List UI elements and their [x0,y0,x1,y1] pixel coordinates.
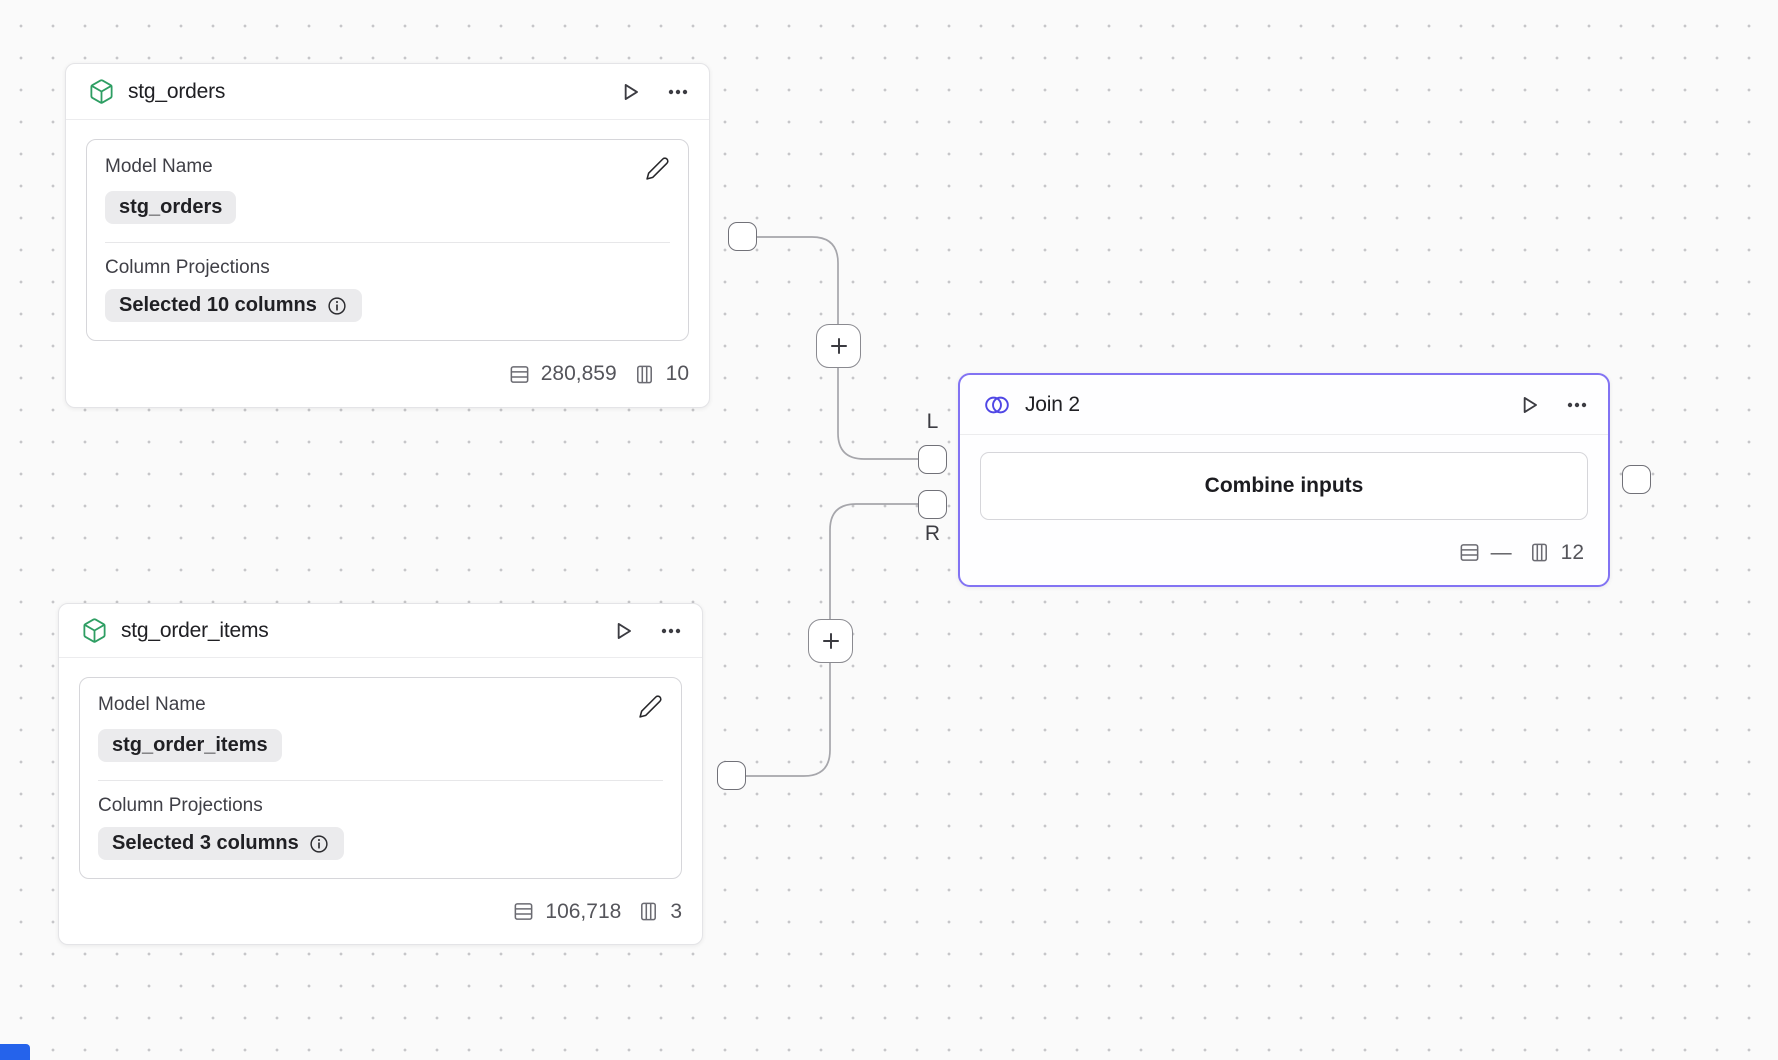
node-header: stg_orders [66,64,709,120]
row-count-stat: 280,859 [508,362,617,386]
combine-inputs-label: Combine inputs [1204,474,1364,497]
node-stg-orders[interactable]: stg_orders Model Name stg_orders [65,63,710,408]
model-cube-icon [81,617,108,644]
plus-icon [830,337,847,355]
column-count-stat: 10 [633,362,689,386]
combine-inputs-button[interactable]: Combine inputs [980,452,1588,520]
run-button[interactable] [610,618,636,644]
node-footer: 280,859 10 [66,341,709,407]
left-port-label: L [926,410,939,433]
rows-icon [510,365,529,383]
model-config-panel: Model Name stg_order_items Column Projec… [79,677,682,879]
row-count-stat: — [1458,541,1512,565]
node-stg-order-items[interactable]: stg_order_items Model Name stg_order_ite… [58,603,703,945]
info-icon [328,296,346,315]
join-output-port[interactable] [1622,465,1651,494]
model-name-chip[interactable]: stg_orders [105,191,237,224]
node-title: stg_order_items [121,618,269,642]
model-name-value: stg_orders [119,196,223,218]
output-port-stg-order-items[interactable] [717,761,746,790]
column-count-value: 12 [1560,540,1584,564]
model-cube-icon [88,78,115,105]
join-venn-icon [982,393,1012,417]
column-count-stat: 12 [1528,541,1584,565]
menu-button[interactable] [1564,392,1590,418]
model-name-label: Model Name [98,694,206,715]
output-port-stg-orders[interactable] [728,222,757,251]
rows-icon [1460,544,1479,561]
menu-button[interactable] [665,79,691,105]
column-projections-value: Selected 10 columns [119,294,317,316]
node-footer: — 12 [960,520,1608,585]
panel-divider [98,780,663,781]
node-header: stg_order_items [59,604,702,658]
model-name-label: Model Name [105,156,213,177]
run-button[interactable] [617,79,643,105]
model-name-chip[interactable]: stg_order_items [98,729,282,762]
node-join-2[interactable]: Join 2 Combine inputs — [958,373,1610,587]
edit-pencil-icon[interactable] [638,694,663,719]
join-left-input-port[interactable] [918,445,947,474]
run-button[interactable] [1516,392,1542,418]
menu-button[interactable] [658,618,684,644]
column-count-value: 3 [670,899,682,923]
add-node-on-wire-button[interactable] [808,619,853,663]
row-count-value: 280,859 [540,362,617,385]
column-count-value: 10 [665,362,689,385]
rows-icon [514,903,533,920]
columns-icon [641,902,657,921]
column-projections-chip[interactable]: Selected 10 columns [105,289,362,322]
node-title: Join 2 [1025,392,1080,416]
edit-pencil-icon[interactable] [645,156,670,181]
node-footer: 106,718 3 [59,879,702,944]
node-title: stg_orders [128,79,226,103]
column-projections-label: Column Projections [105,257,270,278]
row-count-stat: 106,718 [512,900,621,924]
row-count-value: 106,718 [545,899,622,923]
canvas-corner-accent [0,1044,30,1060]
model-name-value: stg_order_items [112,734,268,756]
columns-icon [636,365,652,383]
add-node-on-wire-button[interactable] [816,324,861,368]
info-icon [310,834,328,853]
row-count-value: — [1490,540,1512,564]
right-port-label: R [924,522,941,545]
column-projections-chip[interactable]: Selected 3 columns [98,827,344,860]
panel-divider [105,242,670,243]
column-projections-value: Selected 3 columns [112,832,299,854]
model-config-panel: Model Name stg_orders Column Projections… [86,139,689,341]
join-right-input-port[interactable] [918,490,947,519]
column-count-stat: 3 [637,900,682,924]
column-projections-label: Column Projections [98,795,263,816]
columns-icon [1531,543,1547,562]
plus-icon [822,632,839,650]
node-header: Join 2 [960,375,1608,435]
